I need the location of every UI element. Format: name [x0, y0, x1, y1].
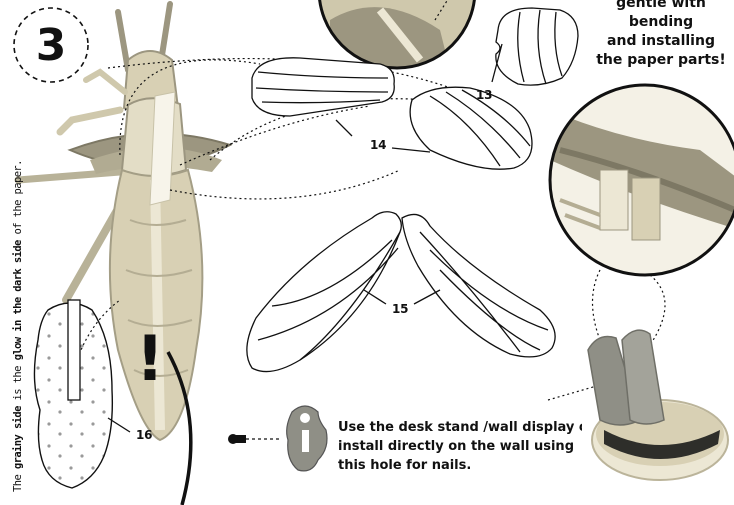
part-15-shapes [247, 212, 555, 372]
paper-care-tip-line2: and installing [586, 32, 734, 51]
warning-exclamation-icon: ! [136, 322, 164, 395]
part-14-leader-a [336, 120, 352, 136]
nail-icon [228, 434, 282, 444]
glow-side-note-part1: The [12, 469, 24, 492]
paper-care-tip-line3: the paper parts! [586, 51, 734, 70]
glow-side-note-bold2: glow in the dark side [12, 240, 24, 360]
part-16-label: 16 [136, 428, 152, 442]
hanger-icon [287, 406, 327, 471]
paper-care-tip-line1: gentle with bending [586, 0, 734, 32]
glow-side-note-part3: of the paper. [12, 160, 24, 240]
part-15-label: 15 [392, 302, 408, 316]
stand-instructions-line2: install directly on the wall using [338, 437, 582, 456]
stand-instructions: Use the desk stand /wall display or inst… [338, 418, 582, 475]
desk-stand-illustration [588, 330, 728, 480]
glow-side-note-bold1: grainy side [12, 406, 24, 469]
part-13-shape [496, 8, 578, 85]
glow-side-note-part2: is the [12, 360, 24, 406]
part-16-shape [34, 300, 112, 488]
step-number: 3 [14, 8, 88, 82]
stand-instructions-line1: Use the desk stand /wall display or [338, 418, 582, 437]
part-14-label: 14 [370, 138, 386, 152]
paper-care-tip: gentle with bending and installing the p… [586, 0, 734, 70]
glow-side-note: The grainy side is the glow in the dark … [12, 160, 24, 492]
right-detail-magnifier [545, 80, 734, 280]
part-15-leader-a [364, 290, 386, 304]
part-14-leader-b [392, 148, 430, 152]
part-14-shapes [252, 58, 532, 169]
part-15-leader-b [414, 290, 440, 304]
stand-instructions-line3: this hole for nails. [338, 456, 582, 475]
part-13-label: 13 [476, 88, 492, 102]
